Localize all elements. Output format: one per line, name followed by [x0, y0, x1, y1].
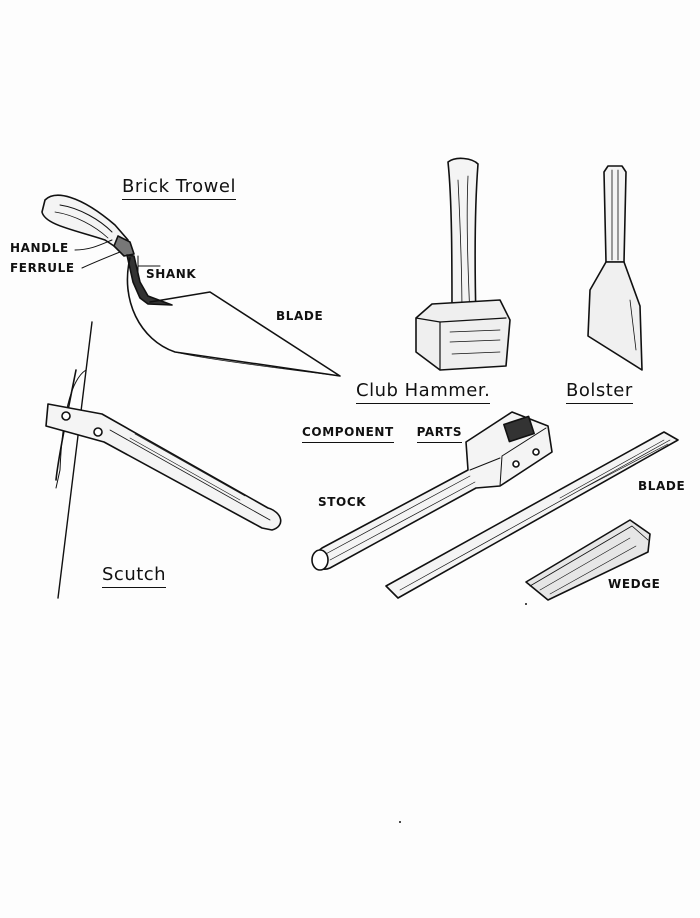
shank-label: SHANK: [146, 267, 197, 281]
component-parts-heading-line1: COMPONENT: [302, 425, 394, 443]
stray-dot: [399, 821, 401, 823]
scutch-stock: [45, 403, 282, 531]
club-hammer-head: [415, 299, 511, 371]
club-hammer-drawing: [415, 157, 511, 371]
bolster-blade: [587, 261, 643, 371]
component-parts-heading-line2: PARTS: [416, 425, 463, 443]
handle-leader: [74, 239, 113, 251]
stray-dot: [525, 603, 527, 605]
club-hammer-title: Club Hammer.: [356, 382, 491, 404]
scutch-drawing: [45, 321, 282, 599]
component-parts-heading: COMPONENT PARTS: [302, 424, 463, 443]
ferrule-leader: [81, 251, 121, 269]
bolster-drawing: [587, 165, 643, 371]
bolster-title: Bolster: [566, 382, 633, 404]
component-blade-label: BLADE: [638, 479, 686, 493]
scutch-title: Scutch: [102, 566, 167, 588]
component-slot: [503, 415, 535, 443]
trowel-blade: [126, 257, 341, 377]
trowel-shank: [126, 254, 173, 306]
handle-label: HANDLE: [10, 241, 69, 255]
brick-trowel-drawing: [41, 194, 341, 377]
brick-trowel-title: Brick Trowel: [122, 178, 236, 200]
trowel-blade-label: BLADE: [276, 309, 324, 323]
club-hammer-handle: [447, 157, 479, 323]
scutch-blade: [57, 321, 93, 599]
bolster-shaft: [603, 165, 627, 263]
component-blade: [385, 431, 679, 599]
component-parts-drawing: [311, 411, 679, 601]
stock-label: STOCK: [318, 495, 367, 509]
ferrule-label: FERRULE: [10, 261, 75, 275]
wedge-label: WEDGE: [608, 577, 661, 591]
